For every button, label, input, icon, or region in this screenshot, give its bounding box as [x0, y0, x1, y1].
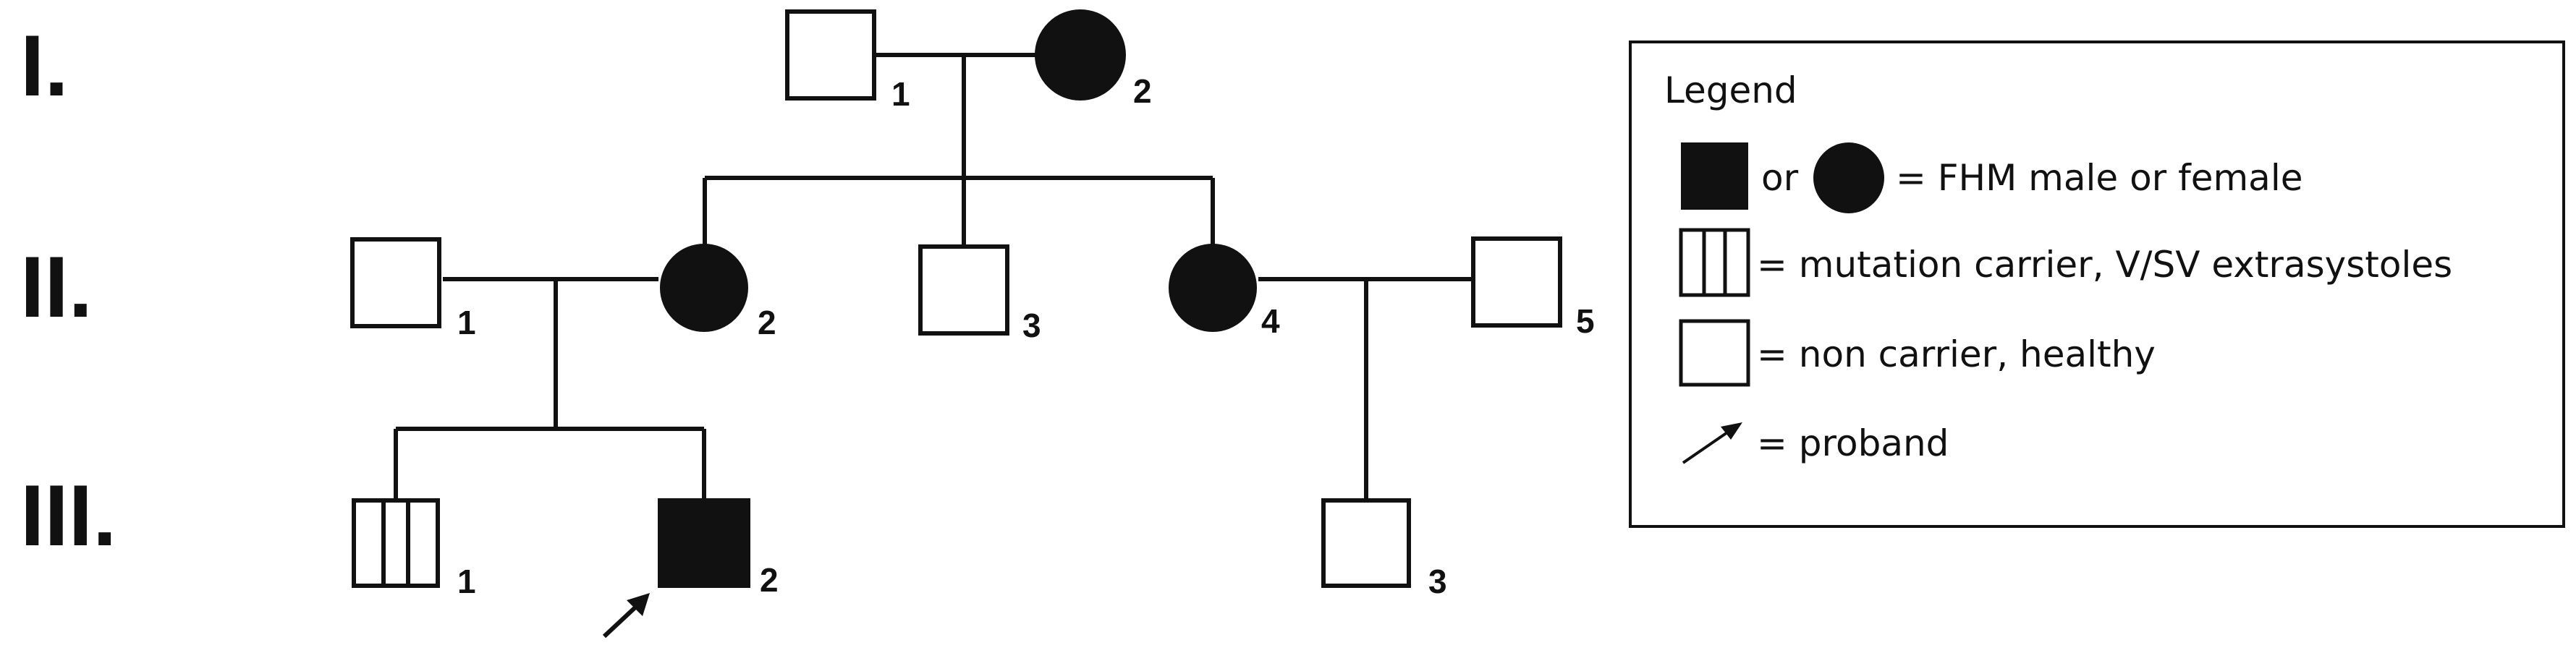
legend-proband-arrow-icon	[1682, 422, 1742, 464]
legend-or-text: or	[1761, 157, 1799, 199]
individual-I-2-number: 2	[1133, 72, 1152, 110]
legend-noncarrier-icon	[1679, 319, 1750, 387]
individual-II-4-affected-female-circle	[1169, 244, 1257, 332]
individual-II-4-number: 4	[1261, 302, 1280, 340]
individual-II-1-number: 1	[457, 304, 476, 341]
individual-II-3-male-square	[918, 244, 1009, 336]
individual-II-2-affected-female-circle	[660, 244, 748, 332]
individual-I-1-male-square	[785, 9, 876, 101]
generation-label-1: I.	[20, 17, 69, 114]
individual-I-2-affected-female-circle	[1035, 9, 1126, 101]
legend-carrier-icon	[1679, 228, 1750, 297]
individual-III-1-carrier-square	[352, 498, 440, 588]
individual-III-2-number: 2	[760, 561, 779, 599]
generation-label-2: II.	[20, 239, 93, 336]
generation-label-3: III.	[20, 467, 116, 564]
legend-carrier-text: = mutation carrier, V/SV extrasystoles	[1757, 244, 2452, 286]
legend-affected-female-icon	[1813, 142, 1884, 213]
individual-III-1-number: 1	[457, 563, 476, 600]
proband-arrow	[602, 593, 650, 639]
individual-II-2-number: 2	[758, 304, 776, 341]
legend-proband-text: = proband	[1757, 422, 1949, 464]
legend-title: Legend	[1664, 69, 1797, 111]
individual-II-5-male-square	[1471, 236, 1562, 328]
individual-II-3-number: 3	[1022, 307, 1041, 344]
legend-noncarrier-text: = non carrier, healthy	[1757, 333, 2156, 375]
individual-III-3-male-square	[1321, 498, 1411, 588]
legend-box	[1629, 40, 2565, 528]
legend-affected-text: = FHM male or female	[1896, 157, 2302, 199]
legend-affected-male-icon	[1681, 142, 1748, 210]
individual-III-2-affected-male-square	[658, 498, 750, 588]
individual-III-3-number: 3	[1428, 563, 1447, 600]
individual-I-1-number: 1	[891, 75, 910, 113]
pedigree-lines	[394, 53, 1473, 500]
individual-II-5-number: 5	[1576, 302, 1595, 340]
individual-II-1-male-square	[350, 237, 441, 328]
legend: Legend or = FHM male or female = mutatio…	[1629, 40, 2565, 528]
